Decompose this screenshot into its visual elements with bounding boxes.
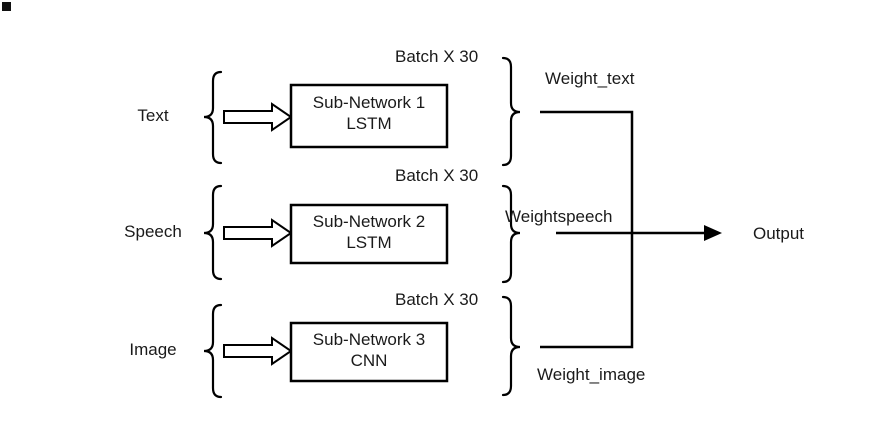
output-arrowhead-icon: [704, 225, 722, 241]
output-label: Output: [753, 224, 804, 243]
batch-label: Batch X 30: [395, 166, 478, 185]
right-brace-icon: [501, 295, 521, 397]
weight-label-image: Weight_image: [537, 365, 645, 384]
subnetwork-box: [289, 83, 449, 149]
batch-label: Batch X 30: [395, 290, 478, 309]
block-arrow-icon: [223, 102, 293, 132]
merge-elbow-lines: [540, 110, 634, 349]
subnetwork-box-line2: LSTM: [346, 114, 391, 133]
block-arrow-icon: [223, 218, 293, 248]
subnetwork-box-line1: Sub-Network 3: [313, 330, 425, 349]
batch-label: Batch X 30: [395, 47, 478, 66]
input-label-image: Image: [129, 340, 176, 359]
row-text: Text Sub-Network 1 LSTM Batch X 30 Weigh…: [137, 47, 635, 167]
weight-label-text: Weight_text: [545, 69, 635, 88]
right-brace-icon: [501, 184, 521, 284]
subnetwork-box-line1: Sub-Network 2: [313, 212, 425, 231]
left-brace-icon: [203, 303, 223, 399]
left-brace-icon: [203, 70, 223, 165]
input-label-speech: Speech: [124, 222, 182, 241]
subnetwork-box: [289, 321, 449, 383]
weight-label-speech: Weightspeech: [505, 207, 612, 226]
corner-artifact: [2, 2, 11, 11]
subnetwork-box-line2: LSTM: [346, 233, 391, 252]
input-label-text: Text: [137, 106, 168, 125]
right-brace-icon: [501, 56, 521, 167]
subnetwork-box-line1: Sub-Network 1: [313, 93, 425, 112]
left-brace-icon: [203, 184, 223, 281]
subnetwork-box-line2: CNN: [351, 351, 388, 370]
merge-connectors: Output: [540, 110, 804, 349]
row-image: Image Sub-Network 3 CNN Batch X 30 Weigh…: [129, 290, 645, 399]
row-speech: Speech Sub-Network 2 LSTM Batch X 30 Wei…: [124, 166, 612, 284]
subnetwork-box: [289, 203, 449, 265]
block-arrow-icon: [223, 336, 293, 366]
